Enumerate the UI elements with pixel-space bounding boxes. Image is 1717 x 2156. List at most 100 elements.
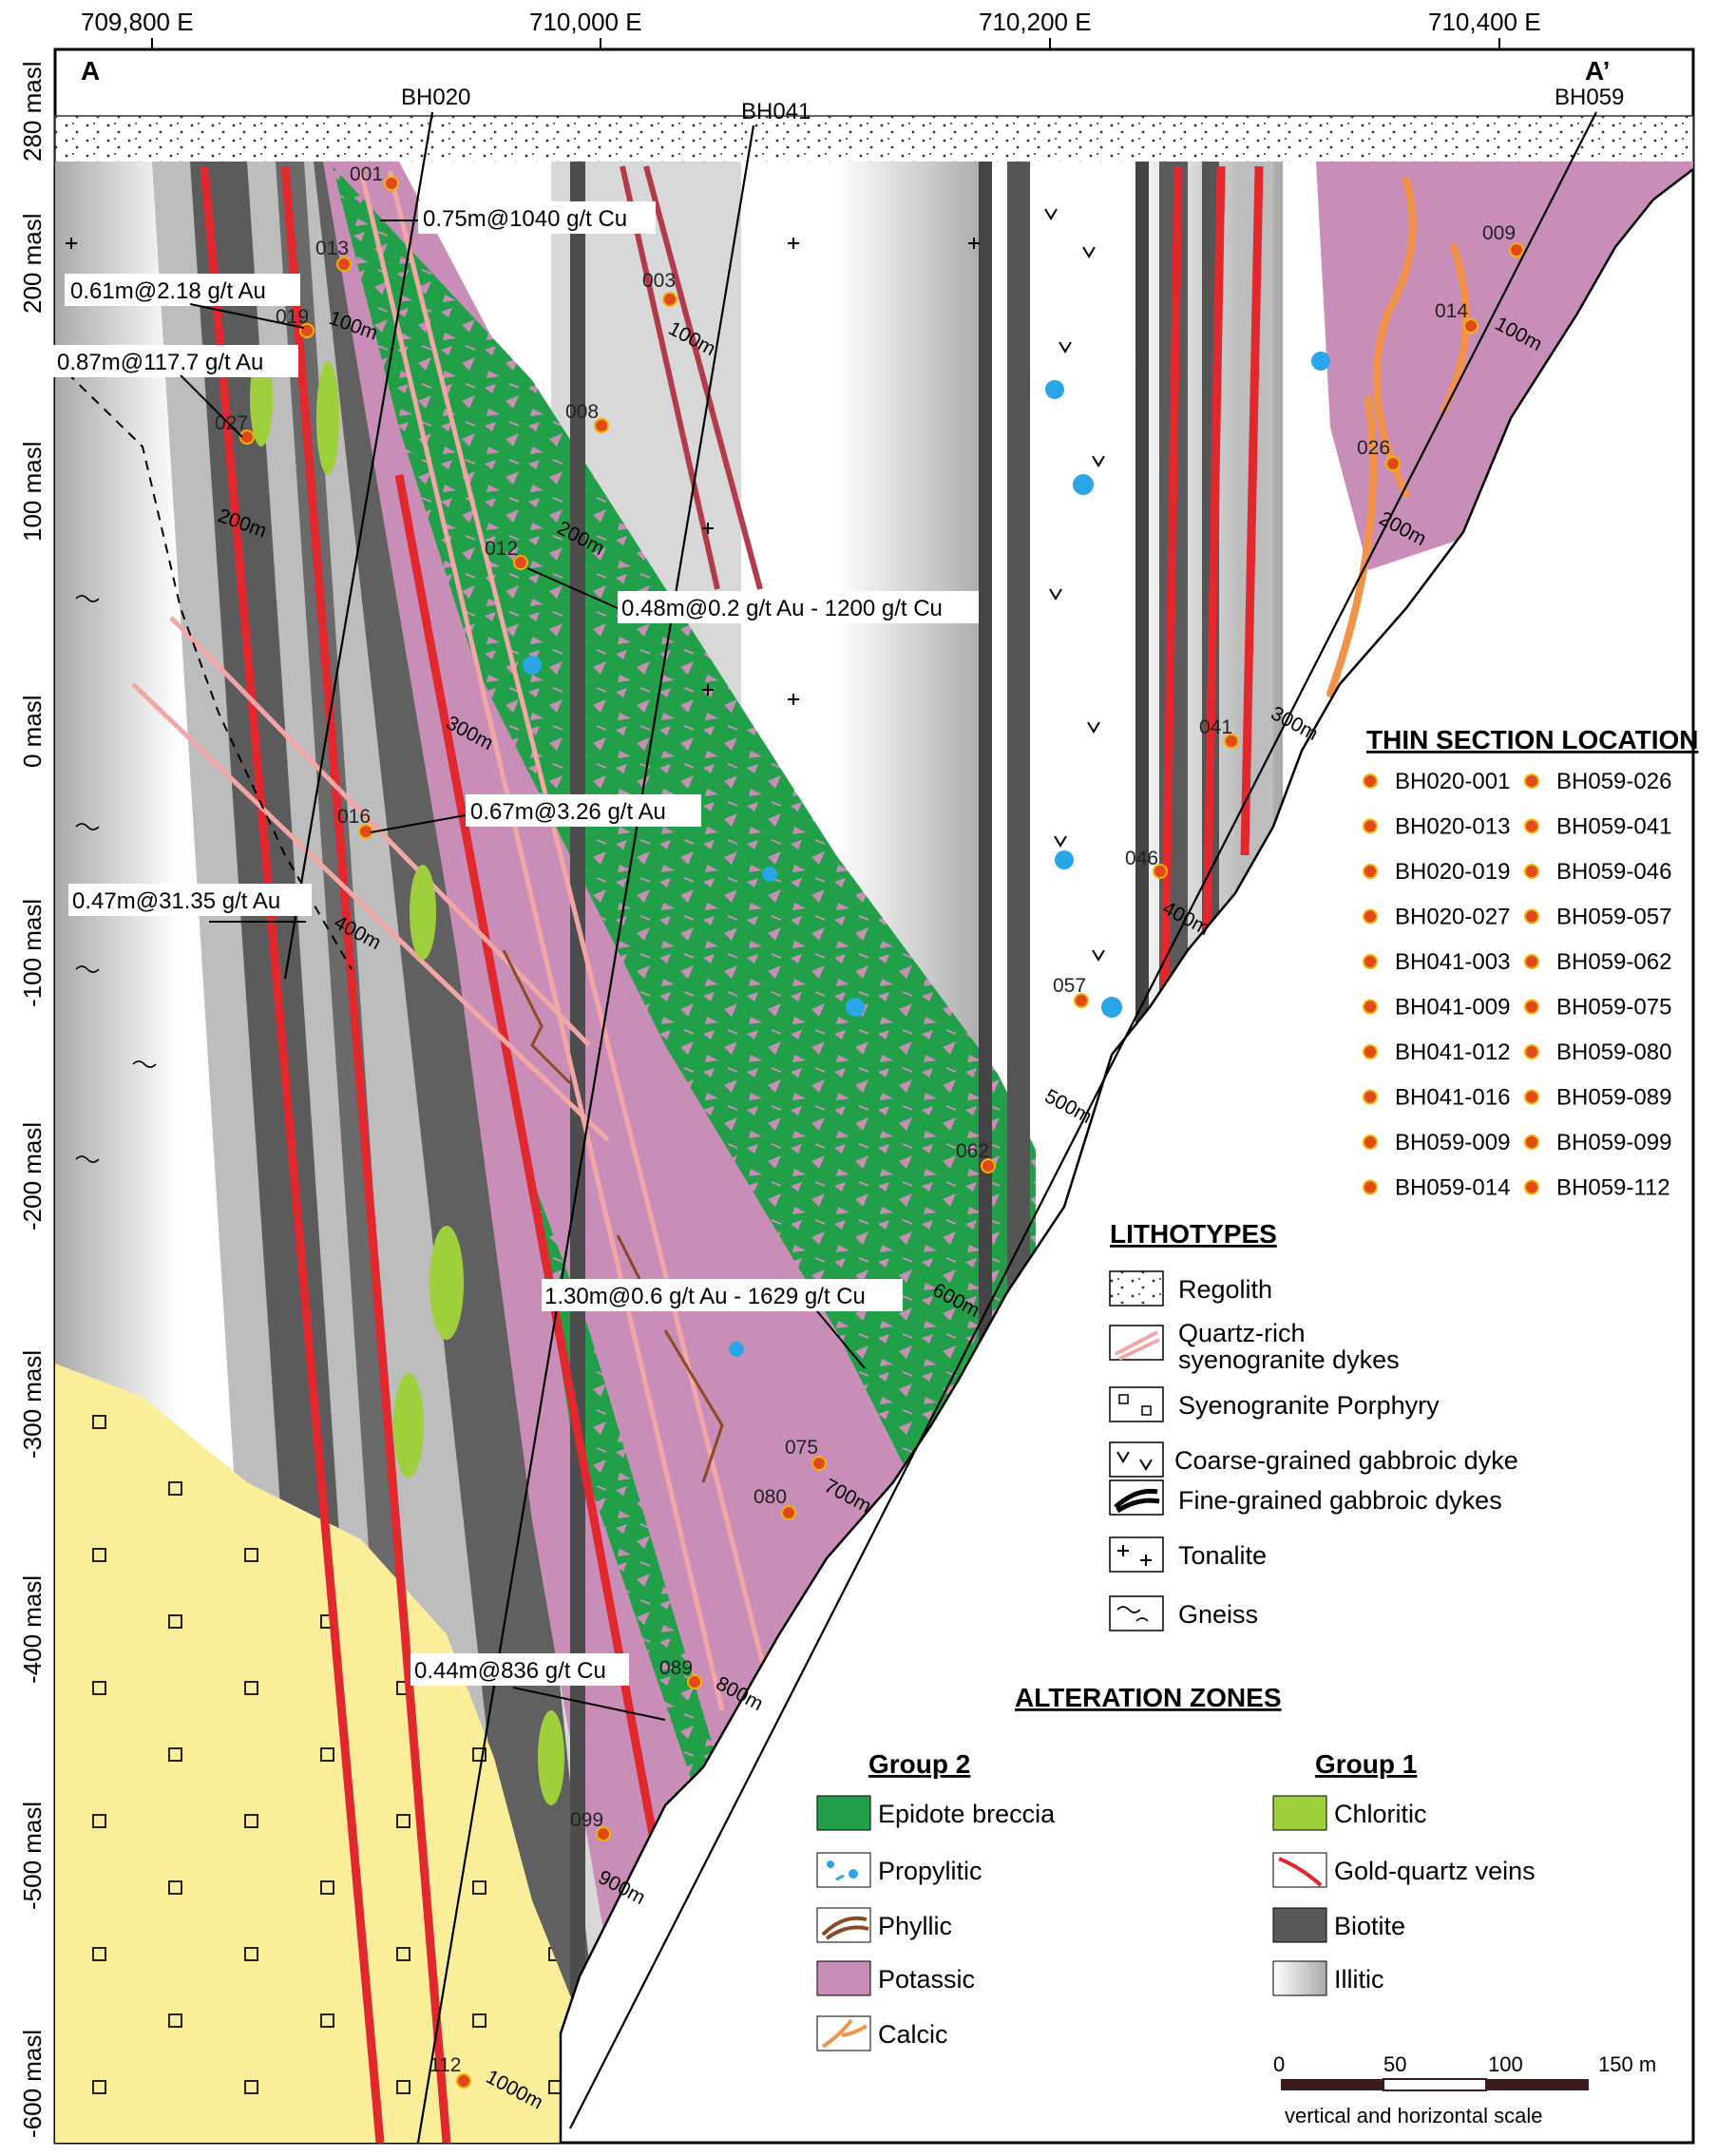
assay-label: 0.75m@1040 g/t Cu [423,206,627,232]
thin-section-label: BH020-019 [1395,859,1510,885]
thin-section-label: BH059-062 [1556,949,1671,975]
geology [55,162,1693,2143]
easting-label: 710,200 E [979,8,1092,36]
legend-quartz-dykes-2: syenogranite dykes [1178,1345,1400,1374]
thin-section-dot [1363,999,1378,1015]
thin-section-label: BH020-013 [1395,814,1510,840]
assay-label: 1.30m@0.6 g/t Au - 1629 g/t Cu [544,1284,866,1309]
thin-section-label: BH059-046 [1556,859,1671,885]
easting-label: 710,400 E [1428,8,1541,36]
thin-section-dot [1363,954,1378,969]
legend-potassic: Potassic [878,1965,975,1994]
sample-label: 089 [659,1657,693,1679]
thin-section-label: BH020-001 [1395,769,1510,794]
scale-tick: 0 [1273,2052,1285,2076]
sample-label: 012 [485,538,518,560]
legend-epidote: Epidote breccia [878,1800,1056,1828]
elevation-labels: 280 masl 200 masl 100 masl 0 masl -100 m… [18,62,47,2139]
sample-label: 014 [1435,300,1468,322]
thin-section-dot [1524,1044,1539,1059]
thin-section-label: BH059-041 [1556,814,1671,840]
sample-label: 046 [1125,848,1158,869]
section-end-label: A’ [1585,56,1610,86]
thin-section-dot [1524,1089,1539,1105]
legend-biotite: Biotite [1334,1912,1405,1940]
easting-labels: 709,800 E 710,000 E 710,200 E 710,400 E [81,8,1541,49]
thin-section-dot [1363,908,1378,925]
elevation-label: 100 masl [18,442,47,543]
thin-section-label: BH059-099 [1556,1130,1671,1155]
sample-label: 009 [1482,222,1516,244]
legend-quartz-dykes: Quartz-rich [1178,1319,1306,1347]
thin-section-label: BH041-009 [1395,995,1510,1021]
sample-label: 062 [956,1140,989,1162]
borehole-traces [283,111,1597,2144]
sample-label: 075 [785,1437,818,1459]
legend-fine-gabbro: Fine-grained gabbroic dykes [1178,1486,1502,1515]
sample-labels: 001 013 019 027 016 003 008 012 041 046 … [215,163,1516,2076]
thin-section-dot [1524,1179,1539,1195]
thin-section-label: BH059-057 [1556,905,1671,930]
sample-label: 057 [1053,975,1086,997]
sample-label: 003 [642,270,676,292]
scale-bar: 0 50 100 150 m vertical and horizontal s… [1273,2052,1656,2127]
legend-coarse-gabbro: Coarse-grained gabbroic dyke [1174,1446,1518,1475]
sample-dots [239,176,1524,2089]
thin-section-label: BH059-075 [1556,995,1671,1021]
thin-section-label: BH059-089 [1556,1085,1671,1111]
assay-label: 0.67m@3.26 g/t Au [470,799,666,825]
legend-chloritic: Chloritic [1334,1800,1427,1828]
thin-section-legend: THIN SECTION LOCATION BH020-001 BH059-026… [1363,725,1698,1201]
sample-label: 026 [1357,437,1390,459]
legend-gold-veins: Gold-quartz veins [1334,1857,1536,1885]
elevation-label: 0 masl [18,695,47,768]
assay-callouts: 0.75m@1040 g/t Cu 0.61m@2.18 g/t Au 0.87… [53,201,979,1721]
thin-section-dot [1363,1089,1378,1105]
thin-section-label: BH059-014 [1395,1175,1510,1201]
scale-caption: vertical and horizontal scale [1285,2104,1542,2127]
sample-label: 112 [429,2054,461,2076]
sample-label: 019 [276,306,309,328]
scale-tick: 100 [1488,2052,1523,2076]
elevation-label: -500 masl [18,1802,47,1910]
sample-label: 099 [570,1809,603,1831]
lithotypes-title: LITHOTYPES [1110,1219,1277,1249]
group1-title: Group 1 [1315,1749,1417,1779]
elevation-label: -100 masl [18,899,47,1007]
thin-section-label: BH059-009 [1395,1130,1510,1155]
elevation-label: 200 masl [18,214,47,315]
thin-section-label: BH041-016 [1395,1085,1510,1111]
sample-label: 008 [565,401,599,423]
easting-label: 710,000 E [529,8,642,36]
thin-section-label: BH059-026 [1556,769,1671,794]
easting-label: 709,800 E [81,8,194,36]
lithotypes-legend: LITHOTYPES Regolith Quartz-rich syenogra… [1109,1219,1518,1631]
borehole-label: BH020 [401,85,470,110]
thin-section-dot [1524,818,1539,834]
thin-section-dot [1363,818,1378,834]
alteration-title: ALTERATION ZONES [1015,1683,1282,1712]
thin-section-label: BH059-112 [1556,1175,1670,1201]
group2-title: Group 2 [868,1749,970,1779]
legend-tonalite: Tonalite [1178,1541,1267,1570]
legend-gneiss: Gneiss [1178,1600,1258,1629]
legend-phyllic: Phyllic [878,1912,952,1940]
elevation-label: -600 masl [18,2030,47,2138]
section-start-label: A [81,56,100,86]
thin-section-dot [1524,864,1539,879]
assay-label: 0.61m@2.18 g/t Au [70,278,266,304]
thin-section-dot [1363,1044,1378,1059]
elevation-label: -300 masl [18,1350,47,1459]
alteration-legend: ALTERATION ZONES Group 2 Group 1 Epidote… [816,1683,1536,2051]
borehole-label: BH059 [1555,85,1624,110]
thin-section-dot [1524,908,1539,925]
thin-section-title: THIN SECTION LOCATION [1366,725,1698,754]
legend-porphyry: Syenogranite Porphyry [1178,1391,1440,1420]
elevation-label: -400 masl [18,1575,47,1684]
sample-label: 001 [350,163,383,185]
elevation-label: 280 masl [18,62,47,162]
thin-section-dot [1363,773,1378,789]
scale-tick: 150 m [1598,2052,1656,2076]
sample-label: 080 [754,1486,787,1508]
scale-tick: 50 [1383,2052,1406,2076]
